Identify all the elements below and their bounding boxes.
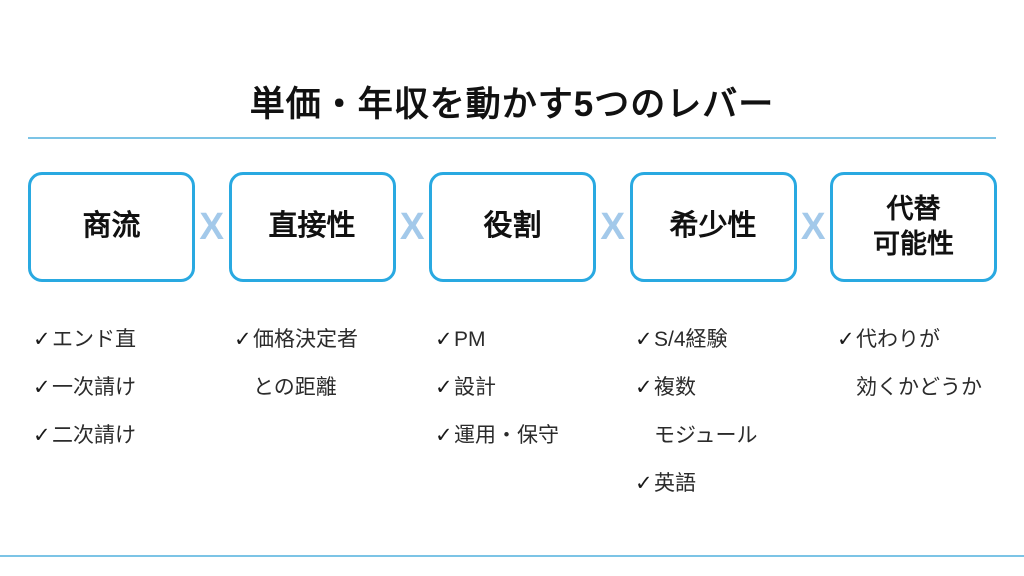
note-text: 運用・保守 bbox=[454, 424, 559, 447]
lever-box-distribution: 商流 bbox=[28, 172, 195, 282]
note-text: エンド直 bbox=[52, 328, 136, 351]
note-column-scarcity: ✓S/4経験 ✓複数 モジュール ✓英語 bbox=[635, 326, 758, 518]
note-text: 価格決定者 bbox=[253, 328, 358, 351]
list-item: ✓エンド直 bbox=[33, 326, 136, 354]
list-item: ✓一次請け bbox=[33, 374, 136, 402]
note-column-role: ✓PM ✓設計 ✓運用・保守 bbox=[435, 326, 559, 470]
check-icon: ✓ bbox=[837, 328, 855, 351]
list-item-continuation: モジュール bbox=[635, 422, 758, 450]
lever-box-scarcity: 希少性 bbox=[629, 172, 797, 282]
note-text: 二次請け bbox=[52, 424, 136, 447]
list-item: ✓PM bbox=[435, 326, 559, 354]
lever-box-role: 役割 bbox=[429, 172, 596, 282]
note-text: との距離 bbox=[253, 376, 337, 399]
list-item: ✓英語 bbox=[635, 470, 758, 498]
lever-label: 希少性 bbox=[669, 210, 757, 243]
check-icon: ✓ bbox=[435, 376, 453, 399]
lever-label: 代替 可能性 bbox=[873, 194, 954, 259]
check-icon: ✓ bbox=[635, 328, 653, 351]
check-icon: ✓ bbox=[435, 328, 453, 351]
check-icon: ✓ bbox=[33, 424, 51, 447]
lever-box-directness: 直接性 bbox=[228, 172, 396, 282]
note-column-distribution: ✓エンド直 ✓一次請け ✓二次請け bbox=[33, 326, 136, 470]
check-icon: ✓ bbox=[435, 424, 453, 447]
note-text: S/4経験 bbox=[654, 328, 728, 351]
bottom-divider bbox=[0, 555, 1024, 557]
page-title: 単価・年収を動かす5つのレバー bbox=[249, 85, 775, 124]
note-text: モジュール bbox=[654, 424, 758, 447]
multiply-icon: X bbox=[600, 205, 626, 248]
lever-row: 商流 X 直接性 X 役割 X 希少性 X 代替 可能性 bbox=[28, 172, 997, 282]
note-text: 代わりが bbox=[856, 328, 940, 351]
note-text: 複数 bbox=[654, 376, 696, 399]
check-icon: ✓ bbox=[635, 472, 653, 495]
lever-label: 役割 bbox=[483, 210, 542, 243]
check-icon: ✓ bbox=[635, 376, 653, 399]
list-item: ✓二次請け bbox=[33, 422, 136, 450]
note-column-substitutability: ✓代わりが 効くかどうか bbox=[837, 326, 982, 422]
check-icon: ✓ bbox=[33, 376, 51, 399]
check-icon: ✓ bbox=[33, 328, 51, 351]
list-item: ✓複数 bbox=[635, 374, 758, 402]
note-text: PM bbox=[454, 328, 486, 351]
lever-label: 直接性 bbox=[268, 210, 356, 243]
multiply-icon: X bbox=[399, 205, 425, 248]
note-text: 一次請け bbox=[52, 376, 136, 399]
list-item: ✓設計 bbox=[435, 374, 559, 402]
list-item: ✓価格決定者 bbox=[234, 326, 358, 354]
list-item: ✓S/4経験 bbox=[635, 326, 758, 354]
note-text: 効くかどうか bbox=[856, 376, 982, 399]
list-item: ✓代わりが bbox=[837, 326, 982, 354]
multiply-icon: X bbox=[800, 205, 826, 248]
note-text: 英語 bbox=[654, 472, 696, 495]
lever-box-substitutability: 代替 可能性 bbox=[830, 172, 997, 282]
list-item-continuation: 効くかどうか bbox=[837, 374, 982, 402]
multiply-icon: X bbox=[199, 205, 225, 248]
title-underline bbox=[28, 137, 996, 139]
list-item: ✓運用・保守 bbox=[435, 422, 559, 450]
list-item-continuation: との距離 bbox=[234, 374, 358, 402]
check-icon: ✓ bbox=[234, 328, 252, 351]
note-column-directness: ✓価格決定者 との距離 bbox=[234, 326, 358, 422]
note-text: 設計 bbox=[454, 376, 496, 399]
lever-label: 商流 bbox=[82, 210, 141, 243]
